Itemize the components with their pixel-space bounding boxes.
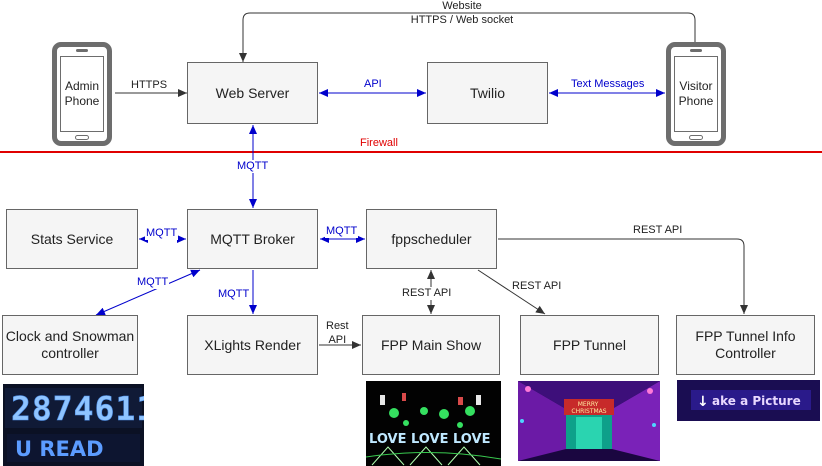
main-show-image: LOVE LOVE LOVE [366, 381, 501, 466]
twilio-node: Twilio [427, 62, 548, 124]
clock-display-image: 2874611 U READ [3, 384, 144, 466]
rest-api-tunnel-connector [477, 269, 546, 315]
rest-api-xlights-label: Rest API [326, 320, 349, 346]
main-show-photo: LOVE LOVE LOVE [366, 381, 501, 466]
tunnel-info-sign-text: ake a Picture [712, 394, 801, 408]
clock-snowman-controller-node: Clock and Snowman controller [2, 315, 138, 375]
rest-api-main-show-label: REST API [401, 287, 453, 300]
admin-phone: Admin Phone [52, 42, 112, 146]
tunnel-sign-line-1: MERRY [578, 401, 599, 408]
rest-api-tunnel-info-connector [498, 238, 748, 314]
tunnel-photo: MERRY CHRISTMAS [518, 381, 660, 461]
https-label: HTTPS [131, 79, 168, 91]
firewall-label: Firewall [360, 137, 398, 149]
tunnel-sign-line-2: CHRISTMAS [571, 408, 606, 415]
visitor-phone: Visitor Phone [666, 42, 726, 146]
stats-service-node: Stats Service [6, 209, 138, 269]
clock-display-subtext: U READ [15, 437, 104, 461]
api-label: API [364, 78, 382, 90]
tunnel-sign-text: MERRY CHRISTMAS [571, 401, 606, 415]
web-server-node: Web Server [187, 62, 318, 124]
mqtt-clock-connector [95, 269, 201, 316]
tunnel-info-arrow-icon: ↓ [697, 394, 709, 410]
phone-speaker-icon [76, 49, 88, 52]
fpp-tunnel-info-controller-node: FPP Tunnel Info Controller [676, 315, 815, 375]
mqtt-stats-label: MQTT [145, 227, 179, 240]
clock-display-photo: 2874611 U READ [3, 384, 144, 466]
text-messages-label: Text Messages [570, 78, 646, 91]
rest-api-tunnel-info-label: REST API [632, 224, 684, 237]
fppscheduler-node: fppscheduler [366, 209, 497, 269]
fpp-main-show-node: FPP Main Show [362, 315, 500, 375]
rest-api-tunnel-label: REST API [512, 280, 562, 292]
tunnel-info-image: ↓ ake a Picture [677, 380, 820, 421]
fpp-tunnel-node: FPP Tunnel [520, 315, 659, 375]
visitor-phone-label: Visitor Phone [674, 56, 718, 132]
website-connector [239, 12, 696, 62]
mqtt-broker-node: MQTT Broker [187, 209, 318, 269]
mqtt-clock-label: MQTT [136, 276, 170, 289]
mqtt-xlights-label: MQTT [217, 288, 251, 301]
admin-phone-label: Admin Phone [60, 56, 104, 132]
tunnel-image: MERRY CHRISTMAS [518, 381, 660, 461]
xlights-render-node: XLights Render [187, 315, 318, 375]
clock-display-text: 2874611 [11, 389, 144, 428]
tunnel-info-photo: ↓ ake a Picture [677, 380, 820, 421]
https-websocket-label: HTTPS / Web socket [410, 14, 514, 26]
main-show-text: LOVE LOVE LOVE [369, 432, 490, 447]
phone-speaker-icon [690, 49, 702, 52]
website-label: Website [442, 0, 482, 12]
phone-home-button-icon [75, 135, 89, 140]
mqtt-fppscheduler-label: MQTT [325, 225, 359, 238]
mqtt-webserver-label: MQTT [236, 160, 270, 173]
phone-home-button-icon [689, 135, 703, 140]
